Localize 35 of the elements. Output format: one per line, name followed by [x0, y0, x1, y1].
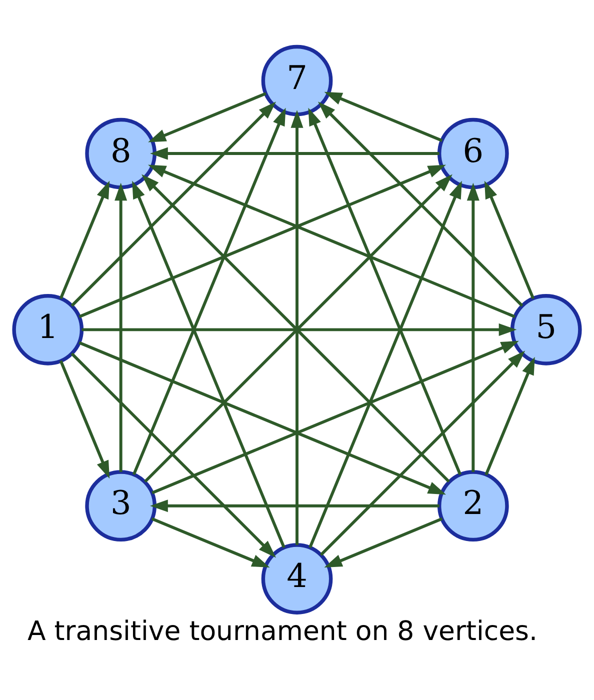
arrow [150, 146, 440, 160]
node-circle: 1 [12, 294, 84, 365]
node-circle: 8 [85, 117, 157, 189]
node-circle: 6 [437, 117, 509, 189]
arrow [308, 180, 462, 548]
arrow [78, 340, 446, 494]
arrow [132, 180, 286, 548]
arrow [308, 107, 462, 475]
arrow [150, 499, 440, 512]
arrow [70, 352, 276, 558]
arrow [148, 92, 266, 142]
arrow [82, 322, 517, 336]
arrow [148, 164, 516, 318]
arrow [466, 182, 480, 472]
caption: A transitive tournament on 8 vertices. [27, 615, 538, 646]
arrow [78, 164, 446, 318]
arrow [290, 109, 304, 544]
arrow [318, 101, 524, 306]
node-circle: 3 [85, 470, 157, 542]
arrow [114, 182, 128, 472]
arrow [320, 350, 526, 556]
arrow [132, 107, 286, 475]
node-circle: 7 [261, 44, 333, 116]
node-circle: 4 [261, 542, 333, 614]
arrow [324, 91, 443, 142]
arrow [59, 180, 110, 299]
arrow [324, 516, 443, 568]
arrow [484, 356, 535, 475]
arrow [151, 516, 270, 568]
node-circle: 2 [437, 470, 509, 542]
arrow [59, 360, 110, 478]
arrow [152, 340, 519, 494]
arrow [484, 180, 535, 299]
arrow [70, 101, 276, 306]
node-circle: 5 [510, 294, 582, 365]
